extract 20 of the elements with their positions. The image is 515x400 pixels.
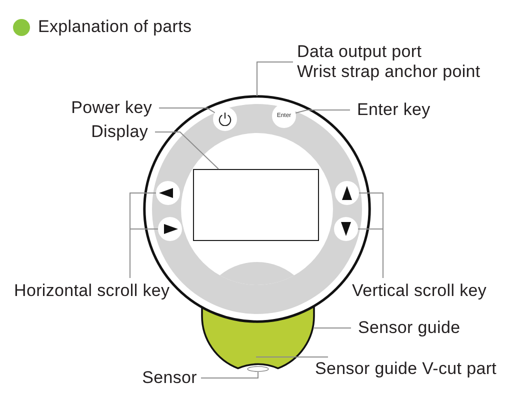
- leader-line: [295, 110, 350, 114]
- part-label: Vertical scroll key: [352, 282, 487, 300]
- leader-line: [158, 108, 216, 114]
- part-label: Wrist strap anchor point: [297, 62, 480, 82]
- part-label: Sensor: [142, 369, 197, 387]
- part-label: Display: [91, 123, 148, 141]
- leader-line: [200, 372, 258, 378]
- part-label: Sensor guide V-cut part: [315, 360, 497, 378]
- leader-line: [130, 228, 158, 278]
- leader-line: [256, 356, 328, 358]
- part-label: Data output port: [297, 42, 422, 62]
- part-label: Sensor guide: [358, 319, 460, 337]
- leader-line: [154, 132, 219, 170]
- leader-line: [358, 228, 384, 278]
- part-label: Enter key: [357, 101, 430, 119]
- display-screen: [193, 169, 319, 241]
- part-label: Power key: [71, 99, 152, 117]
- leader-line: [256, 62, 294, 96]
- heading: Explanation of parts: [38, 17, 192, 37]
- part-label: Horizontal scroll key: [14, 282, 170, 300]
